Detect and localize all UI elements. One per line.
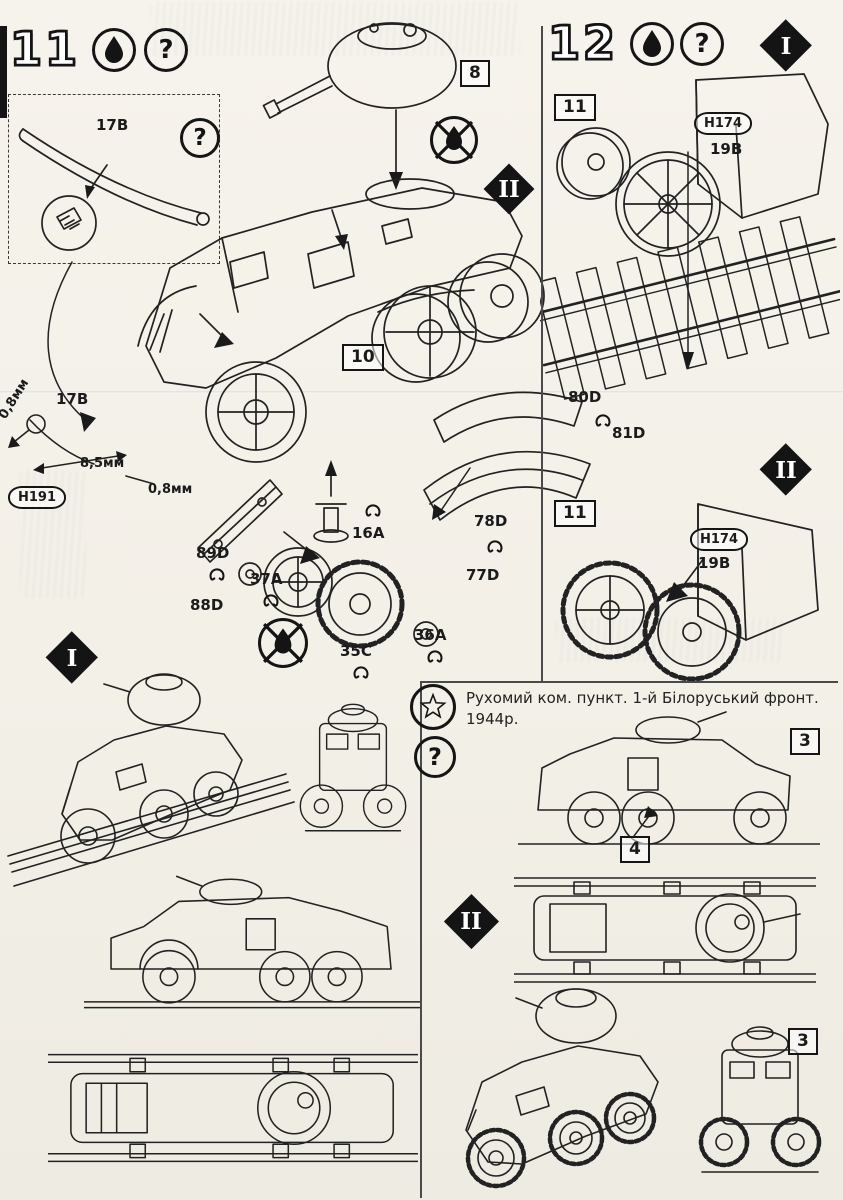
dimension-depth: 8,5мм — [80, 456, 125, 471]
question-glyph: ? — [428, 743, 442, 771]
question-glyph: ? — [193, 125, 207, 151]
part-label-80D: 80D — [568, 388, 602, 406]
leaf-spring-illustration — [18, 128, 210, 251]
question-icon: ? — [144, 28, 188, 72]
scheme2-front-view — [698, 1026, 822, 1173]
step12-lower-illustration — [560, 503, 819, 682]
question-glyph: ? — [694, 29, 710, 59]
part-label-77D: 77D — [466, 566, 500, 584]
painting-scheme-icon — [410, 684, 456, 730]
step-11-number: 11 — [9, 22, 81, 76]
no-paint-icon — [258, 618, 308, 668]
clip-icon — [365, 504, 381, 517]
scheme-caption: Рухомий ком. пункт. 1-й Білоруський фрон… — [466, 688, 826, 730]
variant-marker-label: II — [460, 907, 482, 935]
paint-ref-H174: H174 — [690, 528, 749, 551]
scheme-caption-line2: 1944р. — [466, 710, 519, 728]
variant-marker-II: II — [483, 163, 535, 215]
part-label-78D: 78D — [474, 512, 508, 530]
variant-marker-II: II — [443, 893, 499, 949]
variant-marker-label: II — [775, 456, 797, 484]
color-box-3: 3 — [790, 728, 820, 756]
paint-drop-glyph — [643, 30, 661, 57]
clip-icon — [209, 568, 225, 581]
scheme1-top-view — [48, 1053, 418, 1163]
part-label-89D: 89D — [196, 544, 230, 562]
clip-icon — [427, 650, 443, 663]
color-box-4: 4 — [620, 836, 650, 864]
fold-crease — [0, 391, 843, 394]
part-label-19B: 19B — [698, 554, 731, 572]
scan-edge-artifact — [0, 26, 7, 118]
dimension-right: 0,8мм — [148, 482, 193, 497]
part-label-19B: 19B — [710, 140, 743, 158]
part-box-11: 11 — [554, 94, 596, 122]
part-label-36A: 36A — [414, 626, 447, 644]
scheme2-top-view — [514, 877, 816, 983]
clip-icon — [263, 594, 279, 607]
scheme1-side-view — [84, 875, 420, 1009]
variant-marker-I: I — [759, 19, 813, 73]
railway-track-illustration — [540, 216, 840, 400]
clip-icon — [353, 666, 369, 679]
part-box-11: 11 — [554, 500, 596, 528]
question-icon: ? — [180, 118, 220, 158]
undercarriage-parts-illustration — [197, 460, 439, 649]
part-box-10: 10 — [342, 344, 384, 372]
main-assembly-illustration — [137, 22, 545, 463]
clip-icon — [595, 414, 611, 427]
variant-marker-II: II — [759, 443, 813, 497]
question-glyph: ? — [158, 35, 174, 65]
paint-ref-H191: H191 — [8, 486, 67, 509]
paint-ref-H174: H174 — [694, 112, 753, 135]
part-label-37A: 37A — [250, 570, 283, 588]
scheme-caption-line1: Рухомий ком. пункт. 1-й Білоруський фрон… — [466, 689, 819, 707]
detail-inset-box — [8, 94, 220, 264]
paint-drop-glyph — [105, 36, 123, 63]
scheme2-three-quarter-view — [465, 988, 659, 1189]
no-paint-icon — [430, 116, 478, 164]
color-box-3: 3 — [788, 1028, 818, 1056]
clip-icon — [487, 540, 503, 553]
part-label-17B: 17B — [56, 390, 89, 408]
paint-drop-icon — [92, 28, 136, 72]
question-icon: ? — [414, 736, 456, 778]
part-label-88D: 88D — [190, 596, 224, 614]
section-divider-vertical — [420, 681, 422, 1198]
scheme1-front-view — [299, 703, 407, 832]
section-divider-vertical — [541, 26, 543, 682]
no-paint-glyph — [262, 622, 304, 664]
part-label-17B-inset: 17B — [96, 116, 129, 134]
variant-marker-label: II — [498, 175, 520, 203]
scheme2-side-view — [518, 711, 820, 845]
part-label-35C: 35C — [340, 642, 372, 660]
part-label-16A: 16A — [352, 524, 385, 542]
variant-marker-label: I — [780, 32, 792, 60]
part-box-8: 8 — [460, 60, 490, 88]
paint-drop-icon — [630, 22, 674, 66]
part-label-81D: 81D — [612, 424, 646, 442]
question-icon: ? — [680, 22, 724, 66]
variant-marker-I: I — [45, 631, 99, 685]
dimension-illustration — [8, 414, 155, 485]
section-divider-horizontal — [420, 681, 838, 683]
no-paint-glyph — [434, 120, 474, 160]
star-icon — [419, 692, 447, 719]
scheme1-three-quarter-view — [7, 673, 295, 887]
step-12-number: 12 — [547, 16, 619, 70]
variant-marker-label: I — [66, 644, 78, 672]
